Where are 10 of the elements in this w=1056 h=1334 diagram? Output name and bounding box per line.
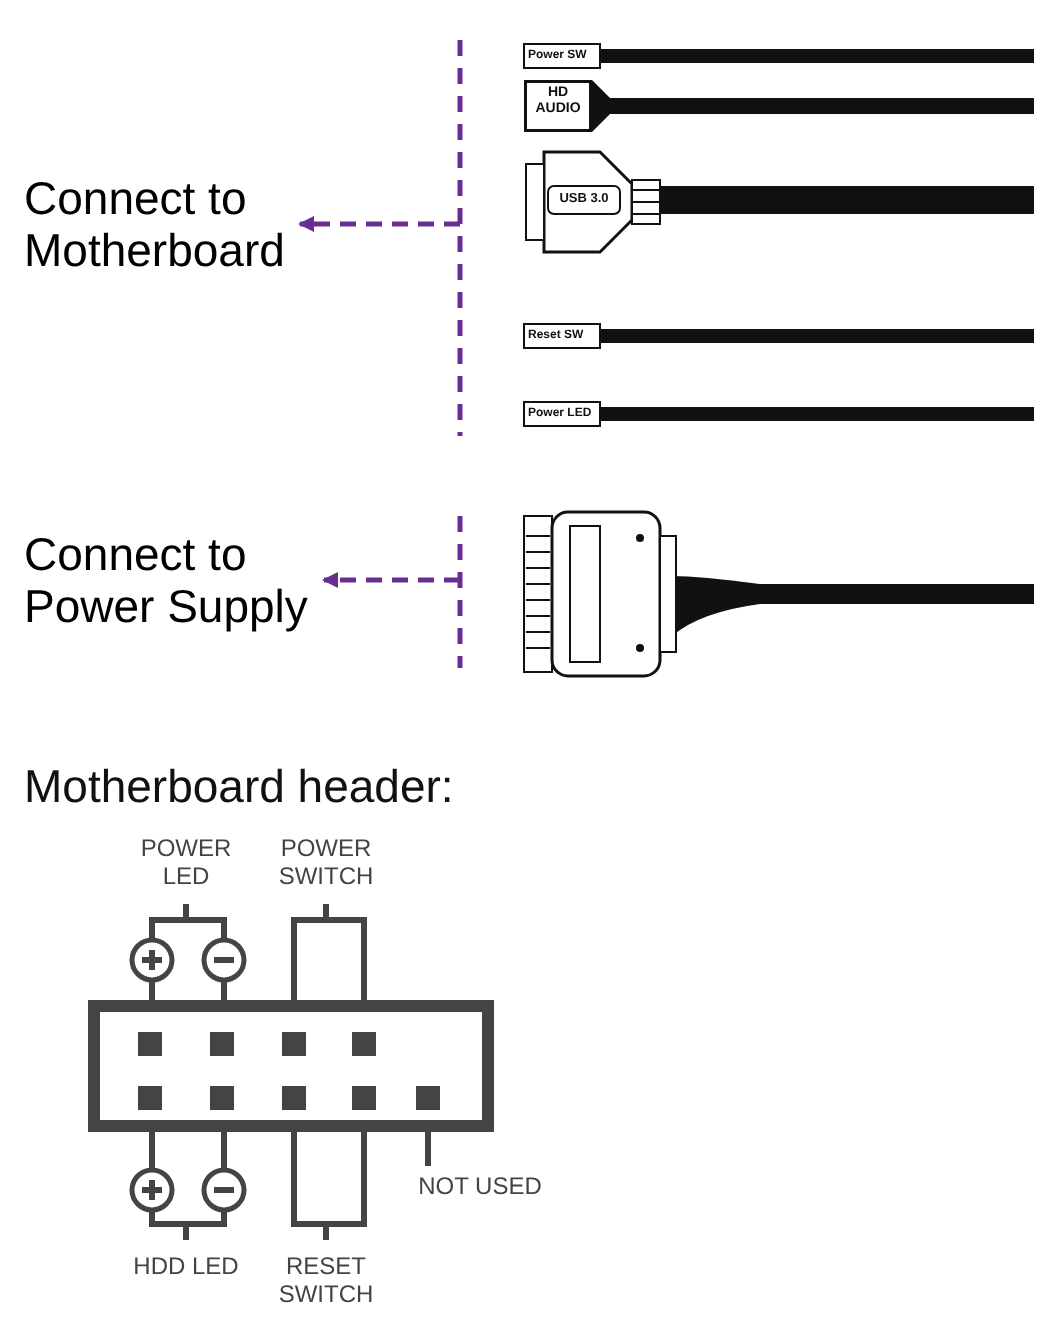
text-label: Connect to Motherboard bbox=[24, 172, 344, 278]
section-heading: Motherboard header: bbox=[24, 760, 454, 812]
pin-label: POWER LED bbox=[140, 834, 232, 890]
pin-label: HDD LED bbox=[133, 1252, 239, 1280]
pin-label: POWER SWITCH bbox=[278, 834, 374, 890]
pin-label: RESET SWITCH bbox=[278, 1252, 374, 1308]
arrow bbox=[298, 216, 460, 232]
pin-label: NOT USED bbox=[418, 1172, 542, 1200]
text-label: Connect to Power Supply bbox=[24, 528, 344, 634]
arrow bbox=[322, 572, 460, 588]
